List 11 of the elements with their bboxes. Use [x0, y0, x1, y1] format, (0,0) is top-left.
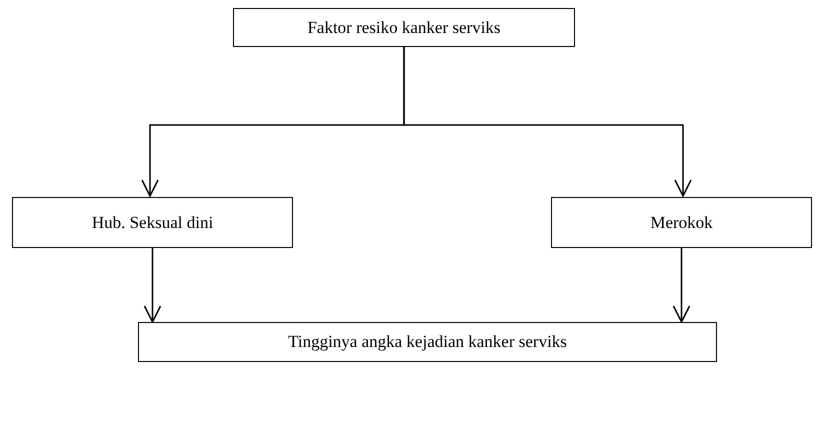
box-label: Merokok	[650, 212, 713, 232]
arrow	[144, 248, 162, 323]
box-label: Tingginya angka kejadian kanker serviks	[288, 332, 567, 352]
process-box	[233, 8, 575, 47]
process-box	[551, 197, 812, 248]
process-box	[138, 322, 717, 362]
arrow	[403, 47, 692, 197]
box-label: Faktor resiko kanker serviks	[307, 18, 501, 38]
process-box	[12, 197, 293, 248]
arrow	[672, 248, 690, 323]
box-label: Hub. Seksual dini	[92, 212, 214, 232]
